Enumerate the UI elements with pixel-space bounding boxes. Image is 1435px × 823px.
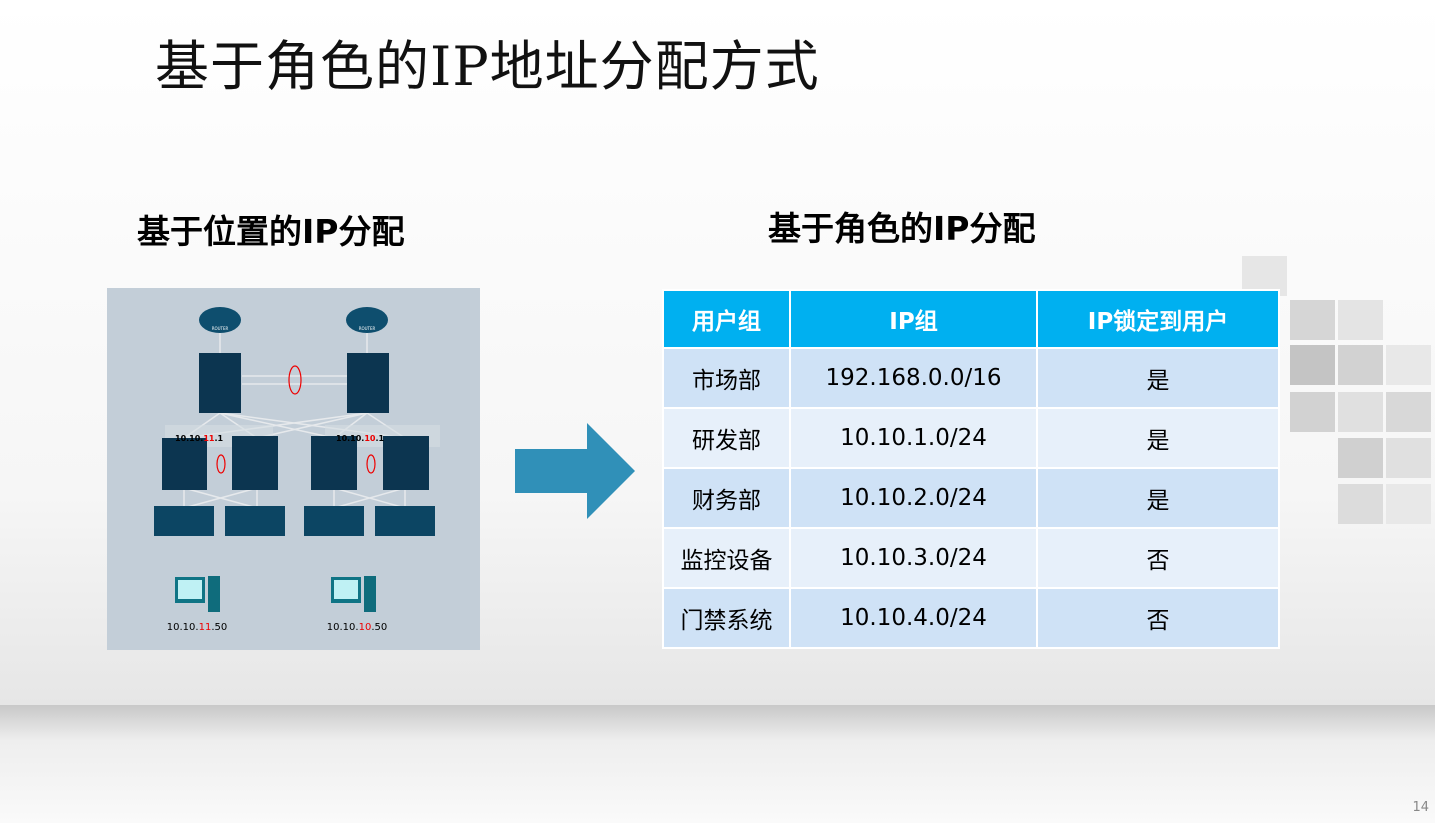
core-switch-icon <box>199 353 389 413</box>
router-icon <box>199 307 388 333</box>
link-aggregation-icon <box>216 365 376 474</box>
floor-background <box>0 705 1435 823</box>
right-heading: 基于角色的IP分配 <box>768 209 1036 248</box>
svg-text:10.10.11.50: 10.10.11.50 <box>167 622 227 633</box>
pc-icon <box>175 576 376 612</box>
header-ip-group: IP组 <box>789 289 1038 349</box>
page-number: 14 <box>1412 800 1429 815</box>
header-ip-locked: IP锁定到用户 <box>1036 289 1280 349</box>
table-header: 用户组 IP组 IP锁定到用户 <box>662 289 1280 349</box>
svg-text:10.10.10.1: 10.10.10.1 <box>336 434 385 443</box>
svg-text:10.10.10.50: 10.10.10.50 <box>327 622 387 633</box>
svg-text:ROUTER: ROUTER <box>359 326 376 331</box>
svg-text:ROUTER: ROUTER <box>212 326 229 331</box>
header-user-group: 用户组 <box>662 289 791 349</box>
left-heading: 基于位置的IP分配 <box>137 212 405 251</box>
slide-title: 基于角色的IP地址分配方式 <box>155 35 820 98</box>
access-switch-icon <box>154 506 435 536</box>
svg-text:10.10.11.1: 10.10.11.1 <box>175 434 224 443</box>
distribution-switch-icon <box>162 436 429 490</box>
arrow-right-icon <box>515 423 635 519</box>
network-diagram: ROUTER ROUTER 10.10.11.1 10.10.10.1 10.10… <box>107 288 480 650</box>
